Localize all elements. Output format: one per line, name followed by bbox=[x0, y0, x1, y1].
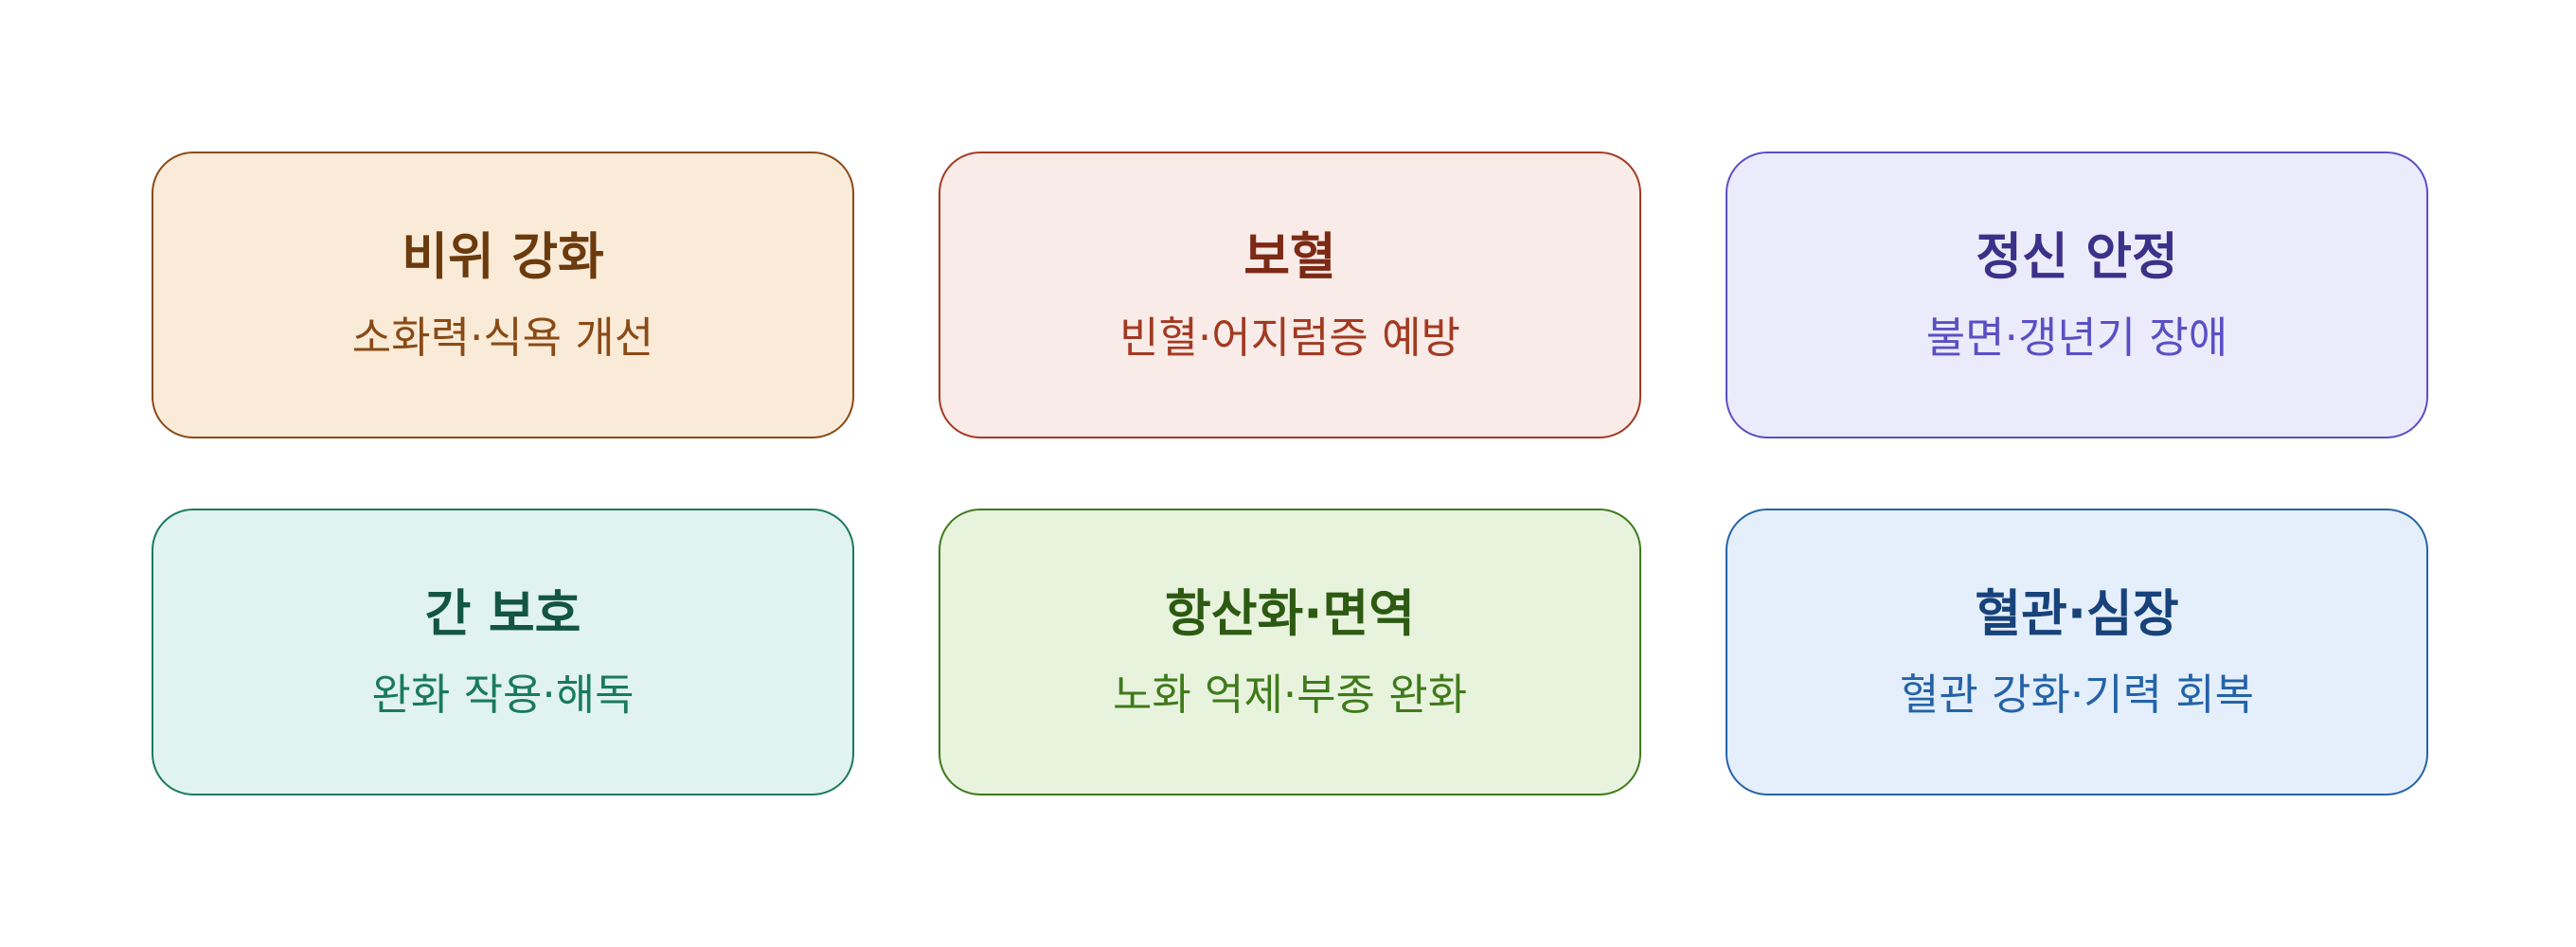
effect-card-liver-protection: 간 보호 완화 작용·해독 bbox=[152, 509, 854, 795]
effect-card-vascular-heart: 혈관·심장 혈관 강화·기력 회복 bbox=[1726, 509, 2428, 795]
card-subtitle: 소화력·식욕 개선 bbox=[351, 312, 654, 363]
card-title: 혈관·심장 bbox=[1975, 584, 2179, 643]
card-title: 항산화·면역 bbox=[1165, 584, 1415, 643]
card-subtitle: 노화 억제·부종 완화 bbox=[1112, 669, 1468, 720]
effect-card-mental-stability: 정신 안정 불면·갱년기 장애 bbox=[1726, 152, 2428, 438]
card-subtitle: 혈관 강화·기력 회복 bbox=[1899, 669, 2255, 720]
card-subtitle: 완화 작용·해독 bbox=[371, 669, 635, 720]
card-subtitle: 불면·갱년기 장애 bbox=[1925, 312, 2228, 363]
card-title: 정신 안정 bbox=[1976, 227, 2178, 286]
card-title: 간 보호 bbox=[424, 584, 581, 643]
card-title: 보혈 bbox=[1243, 227, 1336, 286]
card-subtitle: 빈혈·어지럼증 예방 bbox=[1119, 312, 1460, 363]
card-title: 비위 강화 bbox=[402, 227, 604, 286]
effect-card-digestion: 비위 강화 소화력·식욕 개선 bbox=[152, 152, 854, 438]
effect-card-blood-tonic: 보혈 빈혈·어지럼증 예방 bbox=[939, 152, 1641, 438]
effect-card-antioxidant-immunity: 항산화·면역 노화 억제·부종 완화 bbox=[939, 509, 1641, 795]
